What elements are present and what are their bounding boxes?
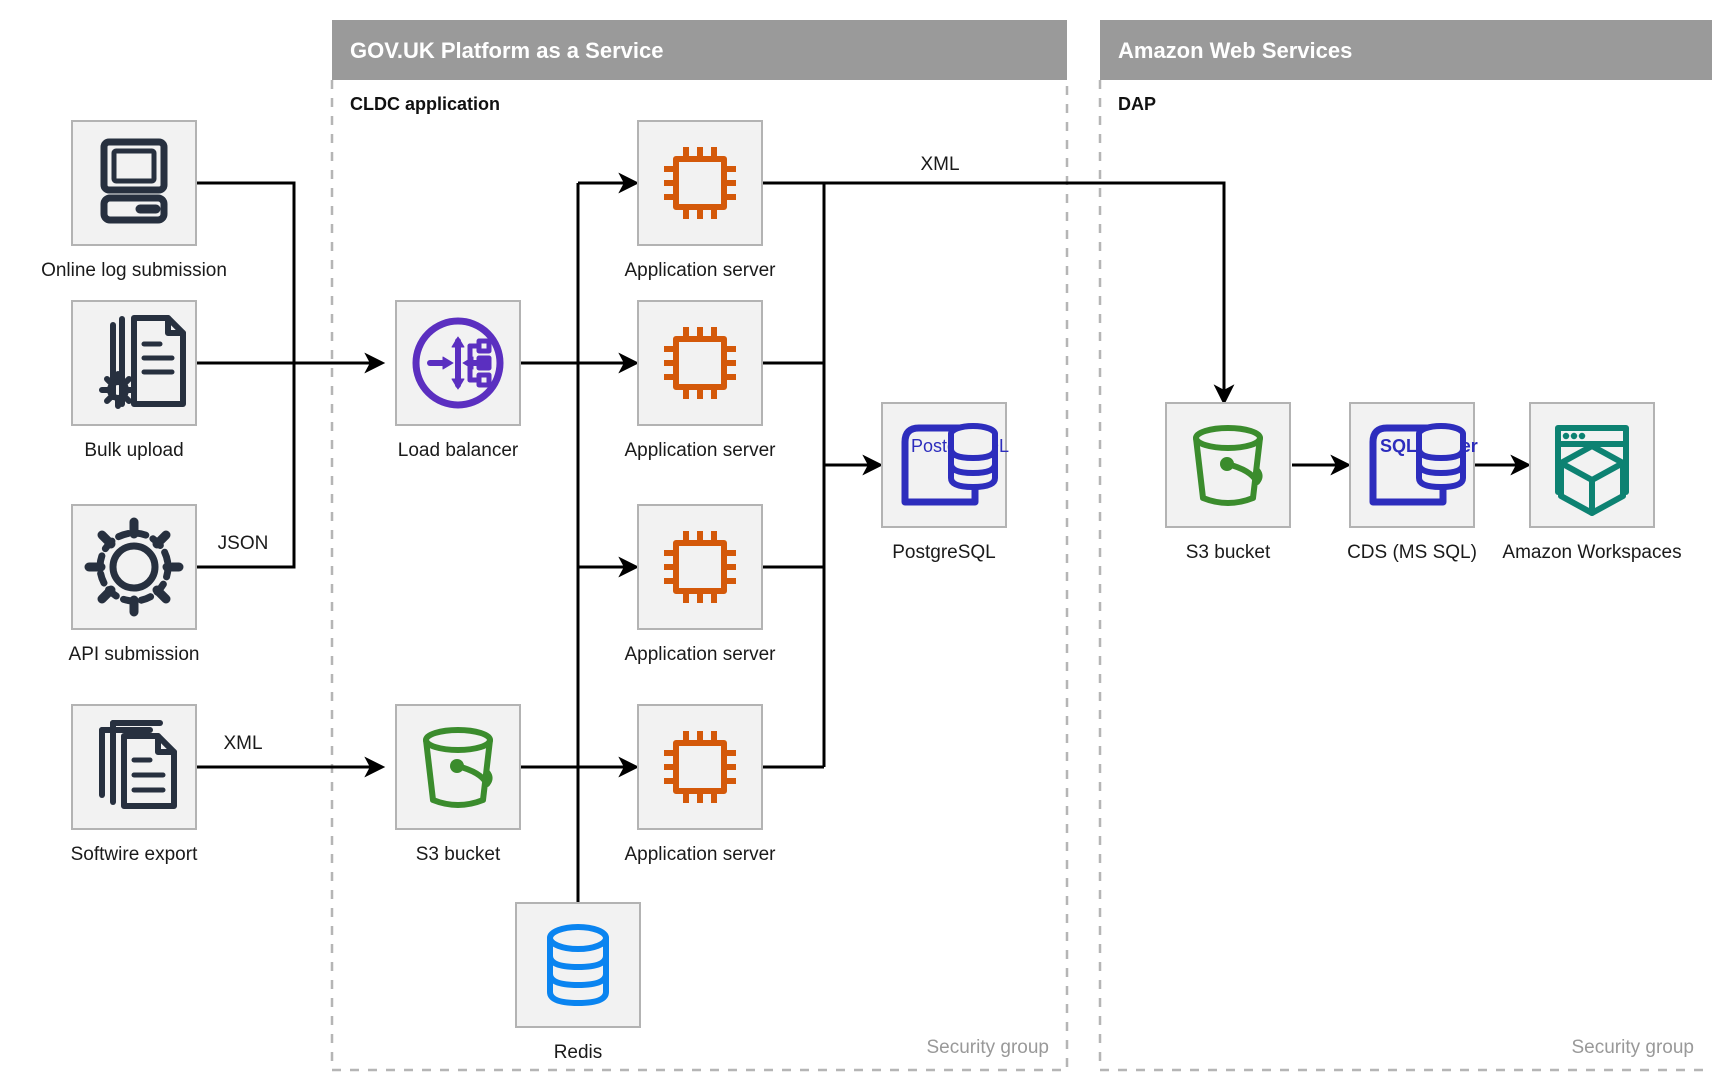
- app-server-4-label: Application server: [624, 844, 776, 865]
- amazon-workspaces-label: Amazon Workspaces: [1502, 542, 1681, 563]
- load-balancer-label: Load balancer: [398, 440, 519, 461]
- paas-dashed-boundary: [330, 80, 1069, 1072]
- node-redis[interactable]: Redis: [515, 902, 641, 1063]
- node-app-server-1[interactable]: Application server: [624, 120, 776, 281]
- api-submission-label: API submission: [69, 644, 200, 665]
- node-app-server-2[interactable]: Application server: [624, 300, 776, 461]
- node-load-balancer[interactable]: Load balancer: [395, 300, 521, 461]
- cds-ms-sql-label: CDS (MS SQL): [1347, 542, 1477, 563]
- node-api-submission[interactable]: API submission: [69, 504, 200, 665]
- node-amazon-workspaces[interactable]: Amazon Workspaces: [1502, 402, 1682, 563]
- postgresql-icon: PostgreSQL: [901, 423, 1009, 506]
- gear-icon: [84, 517, 184, 617]
- node-s3-bucket-paas[interactable]: S3 bucket: [395, 704, 521, 865]
- workspaces-cube-icon: [1555, 425, 1629, 516]
- group-govuk-paas: GOV.UK Platform as a Service CLDC applic…: [330, 20, 1069, 1072]
- cpu-chip-icon: [664, 731, 736, 803]
- app-server-1-label: Application server: [624, 260, 776, 281]
- database-cylinder-icon: [547, 924, 609, 1006]
- node-app-server-4[interactable]: Application server: [624, 704, 776, 865]
- s3-bucket-paas-label: S3 bucket: [416, 844, 501, 865]
- bucket-icon: [1193, 425, 1263, 506]
- cpu-chip-icon: [664, 327, 736, 399]
- edge-label-xml-softwire: XML: [223, 733, 262, 754]
- aws-dashed-boundary: [1098, 80, 1712, 1072]
- load-balancer-icon: [412, 317, 504, 409]
- app-server-2-label: Application server: [624, 440, 776, 461]
- edge-label-json: JSON: [218, 533, 269, 554]
- node-postgresql[interactable]: PostgreSQL PostgreSQL: [881, 402, 1009, 563]
- postgresql-label: PostgreSQL: [892, 542, 996, 563]
- edge-xml-appserver-to-s3-aws: [762, 181, 1235, 406]
- node-softwire-export[interactable]: Softwire export: [71, 704, 198, 865]
- connectors: XML JSON XML: [194, 154, 1532, 903]
- cpu-chip-icon: [664, 147, 736, 219]
- aws-security-group-label: Security group: [1571, 1037, 1694, 1058]
- node-s3-bucket-aws[interactable]: S3 bucket: [1165, 402, 1291, 563]
- document-gear-icon: [99, 315, 186, 409]
- paas-subtitle: CLDC application: [350, 94, 500, 114]
- document-stack-icon: [99, 720, 177, 809]
- node-online-log-submission[interactable]: Online log submission: [41, 120, 227, 281]
- aws-subtitle: DAP: [1118, 94, 1156, 114]
- app-server-3-label: Application server: [624, 644, 776, 665]
- s3-bucket-aws-label: S3 bucket: [1186, 542, 1271, 563]
- edge-label-xml-to-aws: XML: [920, 154, 959, 175]
- aws-header-band: [1100, 20, 1712, 80]
- bucket-icon: [423, 727, 493, 808]
- online-log-submission-label: Online log submission: [41, 260, 227, 281]
- cpu-chip-icon: [664, 531, 736, 603]
- bulk-upload-label: Bulk upload: [84, 440, 183, 461]
- paas-header-title: GOV.UK Platform as a Service: [350, 38, 663, 63]
- node-cds-ms-sql[interactable]: SQL Server CDS (MS SQL): [1347, 402, 1478, 563]
- edge-online-log-to-lb: [194, 181, 296, 363]
- edge-api-submission-to-lb: [194, 363, 296, 569]
- sql-server-icon: SQL Server: [1369, 423, 1478, 506]
- app-server-3-icon-box: [637, 504, 763, 630]
- paas-header-band: [332, 20, 1067, 80]
- redis-label: Redis: [554, 1042, 603, 1063]
- app-server-2-icon-box: [637, 300, 763, 426]
- softwire-export-label: Softwire export: [71, 844, 198, 865]
- paas-security-group-label: Security group: [926, 1037, 1049, 1058]
- aws-header-title: Amazon Web Services: [1118, 38, 1352, 63]
- node-bulk-upload[interactable]: Bulk upload: [71, 300, 197, 461]
- group-amazon-web-services: Amazon Web Services DAP Security group: [1098, 20, 1712, 1072]
- desktop-computer-icon: [100, 138, 168, 224]
- app-server-4-icon-box: [637, 704, 763, 830]
- app-server-1-icon-box: [637, 120, 763, 246]
- node-app-server-3[interactable]: Application server: [624, 504, 776, 665]
